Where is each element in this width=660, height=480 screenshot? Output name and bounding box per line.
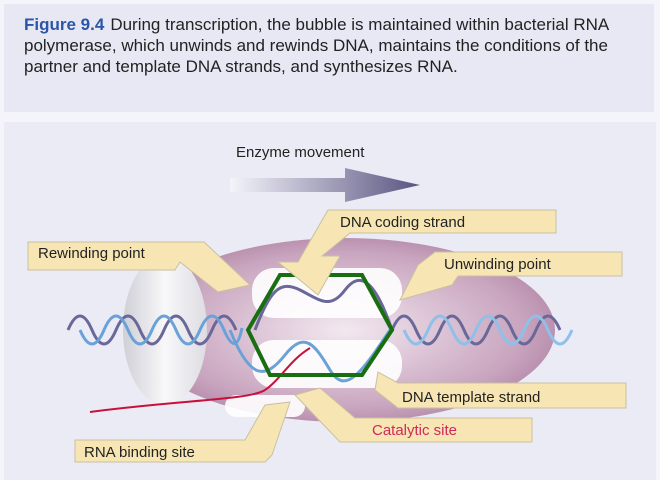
callout-unwinding-point: Unwinding point [399, 251, 623, 301]
callout-rewinding-point: Rewinding point [27, 241, 252, 293]
svg-text:DNA template strand: DNA template strand [402, 389, 540, 406]
dna-helix [66, 278, 574, 413]
figure-number: Figure 9.4 [24, 15, 105, 34]
callout-template-strand: DNA template strand [374, 371, 627, 409]
svg-text:Unwinding point: Unwinding point [444, 256, 552, 273]
caption-text: During transcription, the bubble is main… [24, 15, 609, 76]
movement-arrow-icon [230, 168, 420, 202]
svg-text:RNA binding site: RNA binding site [84, 444, 195, 461]
bubble-highlight-hexagon [245, 273, 395, 377]
svg-text:Catalytic site: Catalytic site [372, 422, 457, 439]
callout-rna-binding-site: RNA binding site [74, 401, 291, 463]
callout-catalytic-site: Catalytic site [294, 387, 533, 443]
enzyme-movement-label: Enzyme movement [236, 144, 365, 161]
svg-text:DNA coding strand: DNA coding strand [340, 214, 465, 231]
callout-coding-strand: DNA coding strand [276, 209, 557, 296]
svg-text:Rewinding point: Rewinding point [38, 245, 146, 262]
